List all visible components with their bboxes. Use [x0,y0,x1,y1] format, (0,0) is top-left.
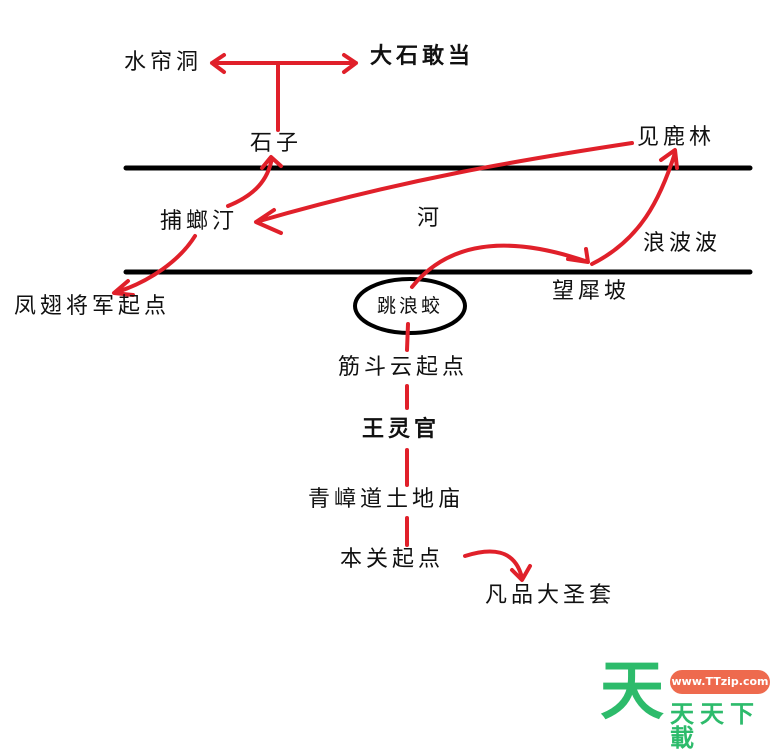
arrow-to-wangxipo [410,243,590,289]
watermark-logo: 天 www.TTzip.com 天天下載 [600,655,775,750]
label-benguan: 本关起点 [340,547,445,572]
arrow-to-buladting [254,141,634,235]
label-buladting: 捕螂汀 [160,209,239,234]
arrow-to-fanpin [463,549,532,582]
line-tiaolang-jindou [405,322,410,352]
logo-big-char: 天 [600,655,664,729]
arrow-to-shizi [226,155,283,208]
arrow-to-shuiliandong [210,53,280,74]
label-jindouyun: 筋斗云起点 [338,355,469,380]
logo-text: 天天下載 [670,700,760,752]
arrow-to-jianlulin [590,148,679,266]
arrow-to-fengchi [112,234,197,297]
label-fengchi: 凤翅将军起点 [14,294,171,319]
arrow-to-dashigandang [276,53,358,74]
label-he: 河 [417,206,444,231]
label-shizi: 石子 [250,131,303,156]
label-fanpin: 凡品大圣套 [485,583,616,608]
label-tiaolangjiao: 跳浪蛟 [377,295,444,317]
label-wangxipo: 望犀坡 [552,279,631,304]
label-dashigandang: 大石敢当 [370,43,475,69]
logo-url-pill: www.TTzip.com [670,670,770,694]
label-qingzhangdao: 青嶂道土地庙 [308,487,465,512]
label-shuiliandong: 水帘洞 [124,50,203,75]
label-langbobo: 浪波波 [643,231,722,256]
label-jianlulin: 见鹿林 [637,125,716,150]
highlight-ellipse [353,277,467,335]
label-wanglingguan: 王灵官 [362,416,441,442]
